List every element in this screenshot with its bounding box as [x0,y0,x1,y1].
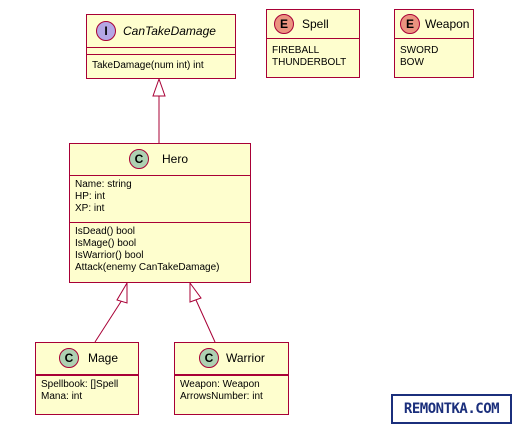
hero-field: HP: int [75,191,106,202]
interface-methods: TakeDamage(num int) int [87,55,235,72]
class-hero[interactable]: C Hero Name: string HP: int XP: int IsDe… [69,143,251,283]
interface-marker-icon: I [96,21,116,41]
hero-fields: Name: string HP: int XP: int [70,176,250,223]
hero-method: Attack(enemy CanTakeDamage) [75,262,220,273]
mage-arrowhead [116,281,128,304]
enum-weapon-name: Weapon [425,17,470,31]
mage-fields: Spellbook: []Spell Mana: int [36,376,138,403]
watermark-logo: REMONTKA.COM [391,394,512,424]
hero-method: IsWarrior() bool [75,250,144,261]
enum-weapon[interactable]: E Weapon SWORD BOW [394,9,474,78]
warrior-field: Weapon: Weapon [180,379,260,390]
class-mage[interactable]: C Mage Spellbook: []Spell Mana: int [35,342,139,415]
enum-marker-icon: E [274,14,294,34]
class-hero-name: Hero [162,152,189,166]
warrior-arrowhead [189,281,202,303]
hero-field: XP: int [75,203,105,214]
hero-method: IsDead() bool [75,226,136,237]
class-warrior-name: Warrior [226,351,265,365]
class-warrior[interactable]: C Warrior Weapon: Weapon ArrowsNumber: i… [174,342,289,415]
interface-fields-divider [87,54,235,55]
enum-marker-icon: E [400,14,420,34]
method-take-damage: TakeDamage(num int) int [92,60,204,71]
class-marker-icon: C [59,348,79,368]
mage-field: Spellbook: []Spell [41,379,119,390]
spell-values: FIREBALL THUNDERBOLT [267,39,359,69]
interface-arrowhead [152,77,166,97]
enum-spell-name: Spell [302,17,329,31]
spell-value: FIREBALL [272,45,320,56]
mage-fields-divider [36,375,138,376]
class-marker-icon: C [199,348,219,368]
weapon-value: BOW [400,57,424,68]
mage-field: Mana: int [41,391,83,402]
warrior-fields-divider [175,375,288,376]
enum-spell[interactable]: E Spell FIREBALL THUNDERBOLT [266,9,360,78]
spell-value: THUNDERBOLT [272,57,347,68]
weapon-value: SWORD [400,45,439,56]
hero-methods: IsDead() bool IsMage() bool IsWarrior() … [70,223,250,274]
weapon-values: SWORD BOW [395,39,473,69]
hero-field: Name: string [75,179,132,190]
class-mage-name: Mage [88,351,119,365]
interface-can-take-damage[interactable]: I CanTakeDamage TakeDamage(num int) int [86,14,236,79]
hero-method: IsMage() bool [75,238,137,249]
class-marker-icon: C [129,149,149,169]
warrior-extends-line [195,299,216,343]
warrior-fields: Weapon: Weapon ArrowsNumber: int [175,376,288,403]
warrior-field: ArrowsNumber: int [180,391,263,402]
interface-name: CanTakeDamage [123,24,216,38]
mage-extends-line [94,299,123,343]
